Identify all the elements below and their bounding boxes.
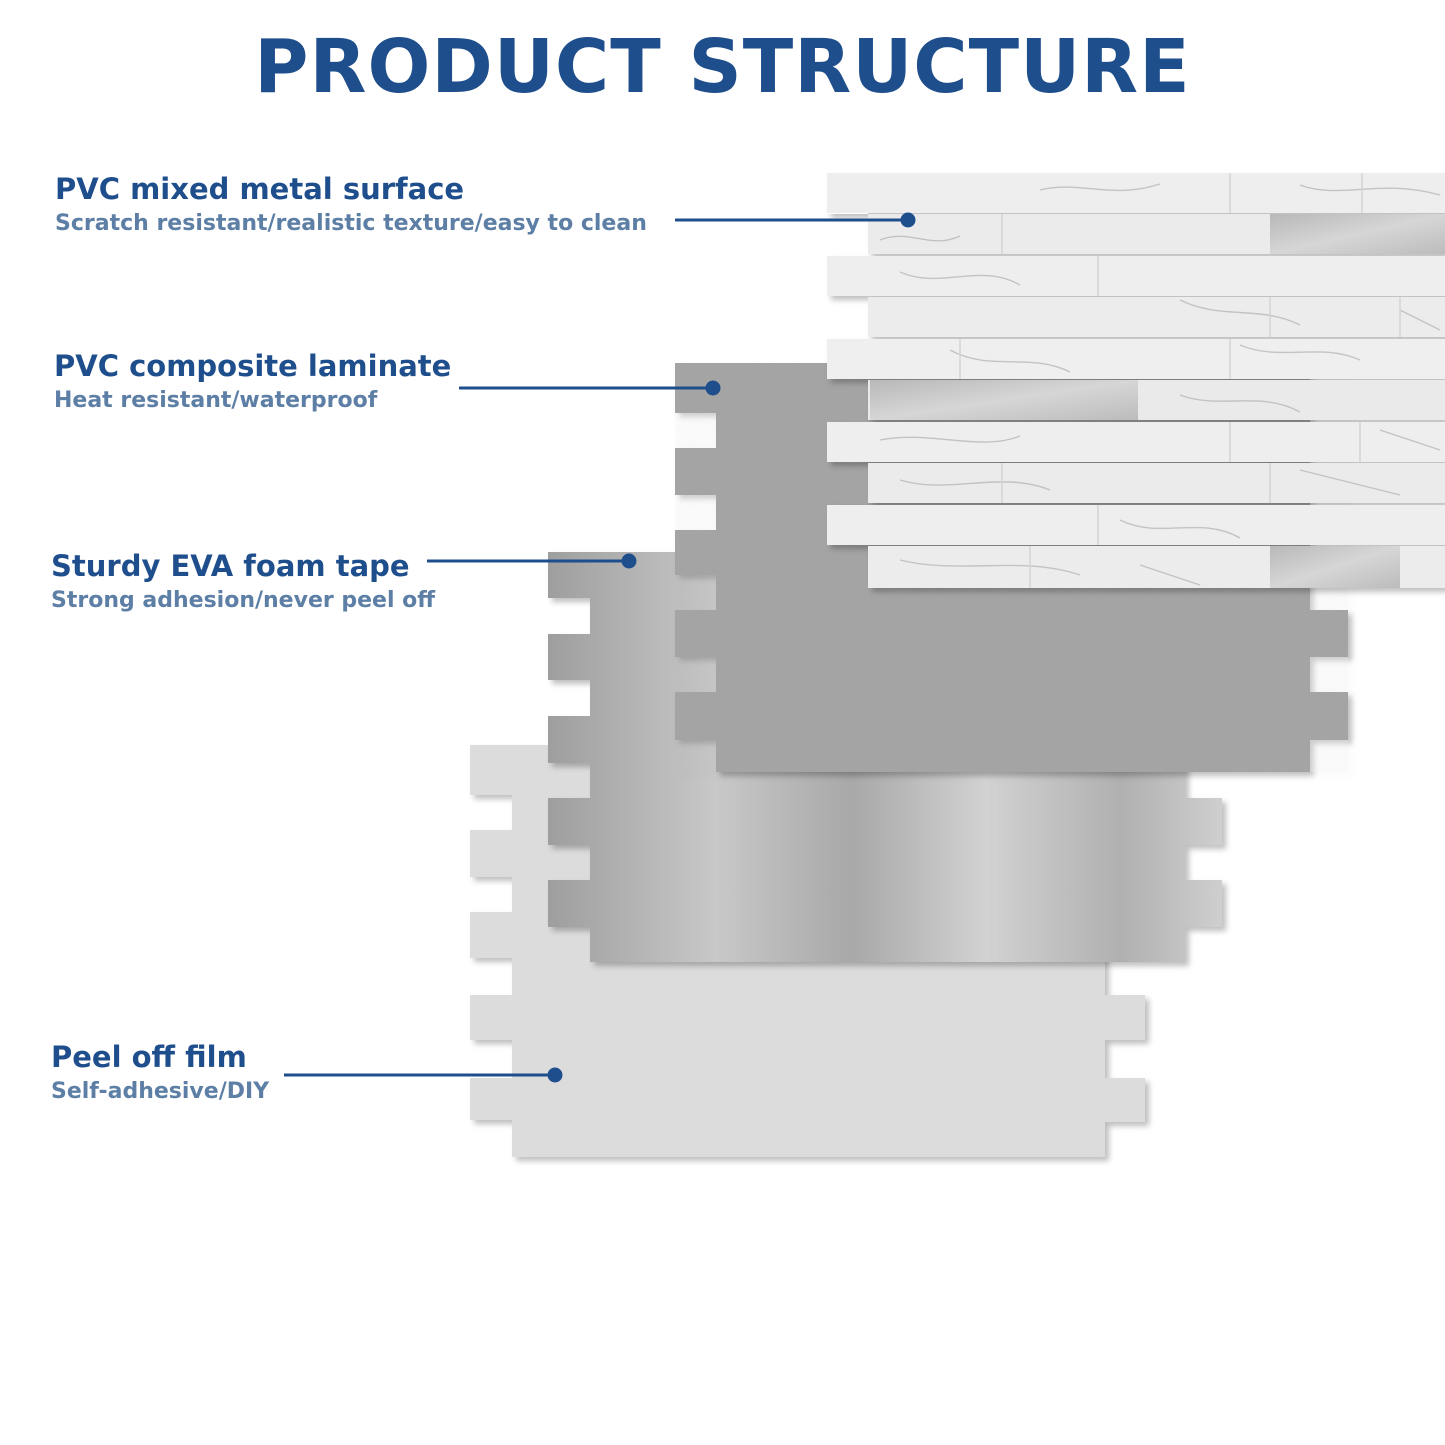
leader-dot-laminate <box>705 380 721 396</box>
layer-name: PVC composite laminate <box>54 349 452 383</box>
layer-desc: Scratch resistant/realistic texture/easy… <box>55 210 647 236</box>
layer-label-surface: PVC mixed metal surface Scratch resistan… <box>55 172 647 237</box>
layer-label-film: Peel off film Self-adhesive/DIY <box>51 1040 269 1105</box>
layer-name: Sturdy EVA foam tape <box>51 549 410 583</box>
marble-tile-layer <box>827 173 1445 588</box>
leader-dot-foam <box>621 553 637 569</box>
layer-label-foam: Sturdy EVA foam tape Strong adhesion/nev… <box>51 549 435 614</box>
layer-desc: Strong adhesion/never peel off <box>51 587 436 613</box>
leader-dot-film <box>547 1067 563 1083</box>
layer-name: PVC mixed metal surface <box>55 172 465 206</box>
leader-lines <box>284 212 916 1083</box>
layer-desc: Self-adhesive/DIY <box>51 1078 270 1104</box>
layer-label-laminate: PVC composite laminate Heat resistant/wa… <box>54 349 451 414</box>
layer-desc: Heat resistant/waterproof <box>54 387 378 413</box>
layer-name: Peel off film <box>51 1040 247 1074</box>
leader-dot-surface <box>900 212 916 228</box>
page-title: PRODUCT STRUCTURE <box>254 24 1191 110</box>
